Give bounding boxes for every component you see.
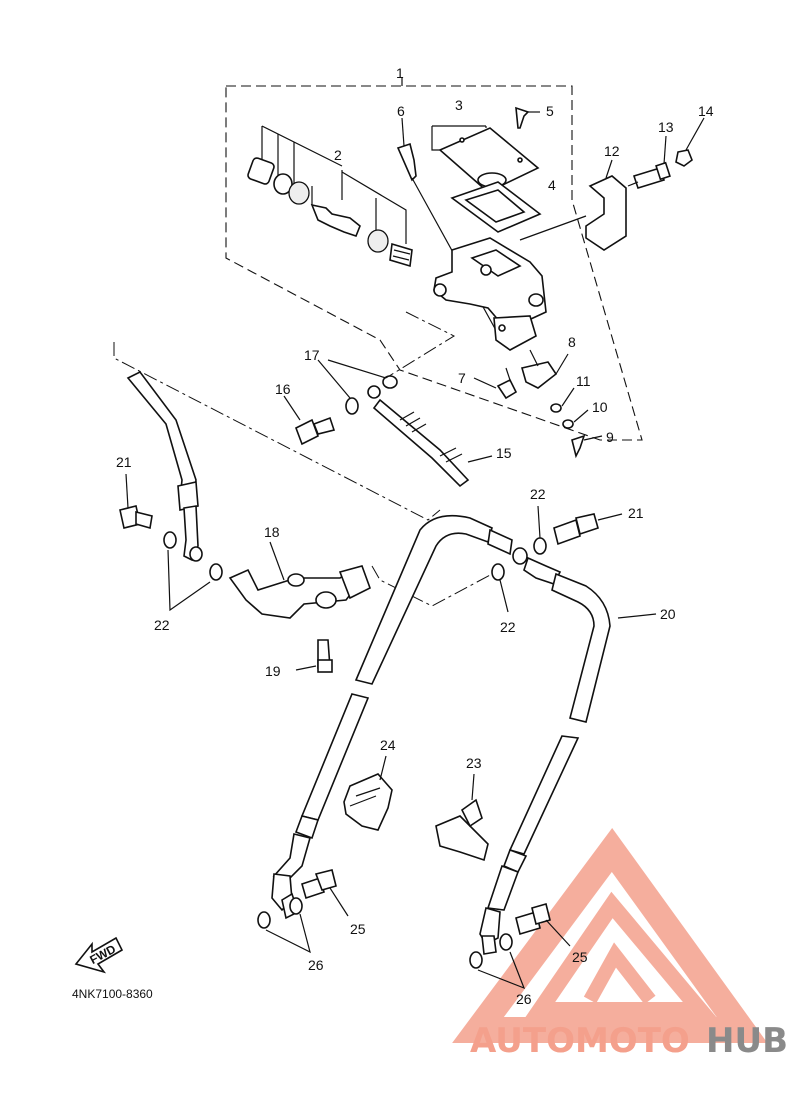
washer-10 <box>562 419 574 429</box>
callout-24: 24 <box>380 737 396 753</box>
union-bolt-21-left <box>119 473 153 530</box>
washer-22d <box>491 563 505 581</box>
union-bolt-25-left <box>301 869 349 917</box>
hose-connector-15 <box>367 385 493 488</box>
callout-26b: 26 <box>516 991 532 1007</box>
callout-25a: 25 <box>350 921 366 937</box>
hose-clip-24 <box>343 755 393 831</box>
screw-5 <box>515 106 530 129</box>
callout-13: 13 <box>658 119 674 135</box>
union-bolt-21-right <box>553 513 623 546</box>
callout-5: 5 <box>546 103 554 119</box>
washer-26b <box>289 897 303 915</box>
callout-7: 7 <box>458 370 466 386</box>
lower-hose-right <box>479 735 580 955</box>
left-brake-hose <box>126 370 203 562</box>
union-bolt-25-right <box>515 903 571 947</box>
washer-26a <box>257 911 271 929</box>
callout-1: 1 <box>396 65 404 81</box>
callout-12: 12 <box>604 143 620 159</box>
washer-22b <box>209 563 223 581</box>
callout-2: 2 <box>334 147 342 163</box>
callout-16: 16 <box>275 381 291 397</box>
brake-joint-18 <box>228 541 371 619</box>
callout-9: 9 <box>606 429 614 445</box>
callout-25b: 25 <box>572 949 588 965</box>
master-cylinder-body <box>433 215 587 351</box>
callout-4: 4 <box>548 177 556 193</box>
callout-18: 18 <box>264 524 280 540</box>
callout-6: 6 <box>397 103 405 119</box>
callout-23: 23 <box>466 755 482 771</box>
callout-21b: 21 <box>628 505 644 521</box>
washer-22a <box>163 531 177 549</box>
callout-10: 10 <box>592 399 608 415</box>
washer-22c <box>533 537 547 555</box>
fwd-arrow-icon: FWD <box>74 936 124 974</box>
piston-kit <box>247 125 413 268</box>
watermark-part2: HUB <box>706 1021 788 1061</box>
callout-26a: 26 <box>308 957 324 973</box>
bolt-13 <box>632 167 666 189</box>
washer-17a <box>345 397 359 415</box>
brake-switch <box>520 361 558 389</box>
callout-11: 11 <box>576 373 591 389</box>
callout-22b: 22 <box>154 617 170 633</box>
screw-9 <box>571 434 586 459</box>
union-bolt-16 <box>283 395 336 446</box>
callout-3: 3 <box>455 97 463 113</box>
callout-22c: 22 <box>500 619 516 635</box>
screw-7 <box>496 378 518 400</box>
holder-clamp <box>585 175 627 251</box>
callout-15: 15 <box>496 445 512 461</box>
watermark-text: AUTOMOTO HUB <box>470 1021 788 1061</box>
lower-hose-left <box>271 693 370 920</box>
brake-hose-20 <box>354 514 657 723</box>
callout-8: 8 <box>568 334 576 350</box>
callout-22a: 22 <box>530 486 546 502</box>
washer-11 <box>550 403 562 413</box>
washer-26c <box>469 951 483 969</box>
callout-21a: 21 <box>116 454 132 470</box>
bolt-6 <box>396 142 417 182</box>
callout-14: 14 <box>698 103 714 119</box>
callout-labels: 1 2 3 4 5 6 7 8 9 10 11 12 13 14 15 16 1… <box>116 65 714 1007</box>
reservoir-cap <box>431 125 542 233</box>
callout-17: 17 <box>304 347 320 363</box>
assembly-boundary <box>225 85 643 441</box>
callout-19: 19 <box>265 663 281 679</box>
watermark-part1: AUTOMOTO <box>470 1021 690 1061</box>
bolt-19 <box>295 639 333 673</box>
washer-26d <box>499 933 513 951</box>
watermark-logo <box>452 828 768 1043</box>
nut-14 <box>675 149 693 167</box>
hose-clip-23 <box>435 773 489 862</box>
callout-20: 20 <box>660 606 676 622</box>
drawing-code: 4NK7100-8360 <box>72 987 153 1001</box>
